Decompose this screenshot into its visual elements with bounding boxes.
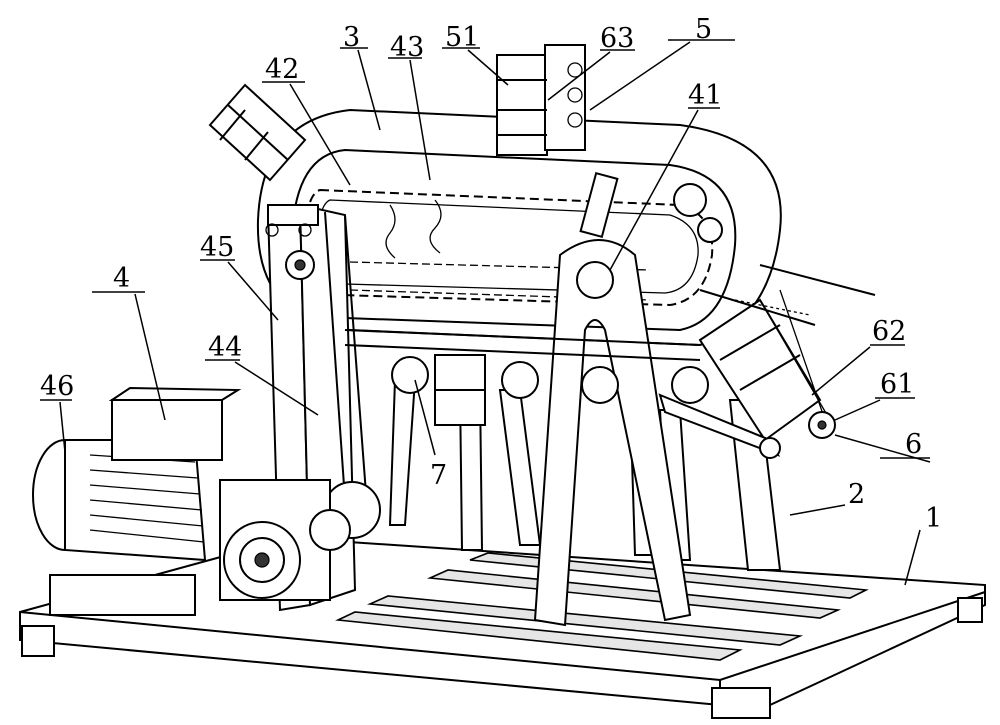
label-4: 4 bbox=[113, 263, 130, 294]
label-3: 3 bbox=[343, 22, 360, 53]
label-2: 2 bbox=[848, 479, 865, 510]
label-46: 46 bbox=[40, 371, 74, 402]
label-7: 7 bbox=[430, 460, 447, 491]
leader-lines bbox=[40, 39, 931, 586]
motor bbox=[32, 386, 242, 616]
label-45: 45 bbox=[200, 232, 234, 263]
label-1: 1 bbox=[925, 503, 942, 534]
right-arm bbox=[658, 264, 876, 459]
left-top-clamp bbox=[208, 83, 307, 182]
gearbox bbox=[219, 479, 351, 601]
base-plate bbox=[19, 536, 986, 719]
label-44: 44 bbox=[208, 332, 242, 363]
label-5: 5 bbox=[695, 14, 712, 45]
top-clamp bbox=[496, 44, 586, 156]
label-61: 61 bbox=[880, 369, 914, 400]
label-63: 63 bbox=[600, 23, 634, 54]
part-labels: 3 42 43 51 63 5 41 4 46 45 44 7 62 61 6 … bbox=[40, 14, 942, 534]
label-42: 42 bbox=[265, 54, 299, 85]
label-62: 62 bbox=[872, 316, 906, 347]
label-43: 43 bbox=[390, 32, 424, 63]
label-6: 6 bbox=[905, 429, 922, 460]
lower-rollers bbox=[344, 329, 709, 426]
label-41: 41 bbox=[688, 80, 722, 111]
a-frame bbox=[533, 171, 692, 627]
label-51: 51 bbox=[445, 22, 479, 53]
